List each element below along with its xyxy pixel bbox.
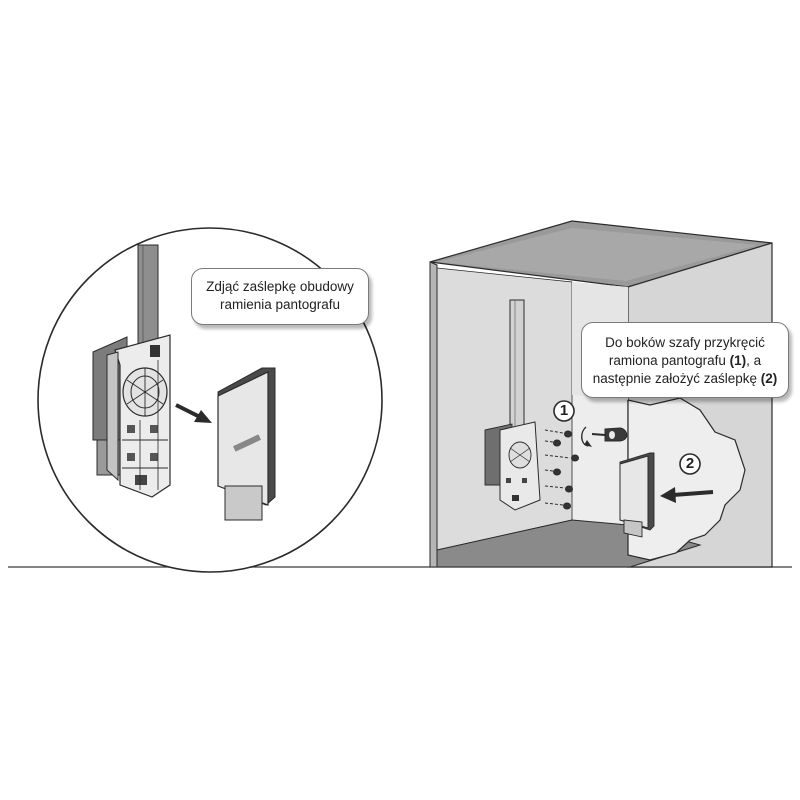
pantograph-bracket-icon (92, 244, 171, 498)
arrow-icon (175, 403, 212, 423)
arrow-icon (660, 487, 714, 503)
callout-line: Do boków szafy przykręcić (605, 335, 765, 350)
instruction-callout-remove-cap: Zdjąć zaślepkę obudowy ramienia pantogra… (191, 268, 369, 325)
step-marker-2: 2 (685, 455, 695, 472)
step-marker-1: 1 (559, 402, 569, 419)
step-reference: (2) (760, 371, 778, 386)
callout-line: ramiona pantografu (1), a (582, 352, 788, 370)
step-marker-2-circle (679, 453, 701, 475)
screwdriver-icon (581, 426, 628, 447)
cover-cap-icon (619, 452, 655, 538)
callout-text: następnie założyć zaślepkę (592, 371, 761, 386)
callout-text: ramiona pantografu (608, 353, 730, 368)
cabinet-illustration (429, 220, 773, 568)
screw-icon (544, 429, 579, 510)
pantograph-bracket-icon (484, 299, 541, 511)
step-marker-1-circle (553, 400, 575, 422)
cover-cap-icon (217, 367, 276, 521)
instruction-callout-mount-arms: Do boków szafy przykręcić ramiona pantog… (581, 322, 789, 398)
callout-line: następnie założyć zaślepkę (2) (582, 370, 788, 388)
callout-line: Zdjąć zaślepkę obudowy (206, 279, 354, 294)
callout-line: ramienia pantografu (219, 297, 341, 312)
step-reference: (1) (729, 353, 747, 368)
callout-text: , a (746, 353, 762, 368)
